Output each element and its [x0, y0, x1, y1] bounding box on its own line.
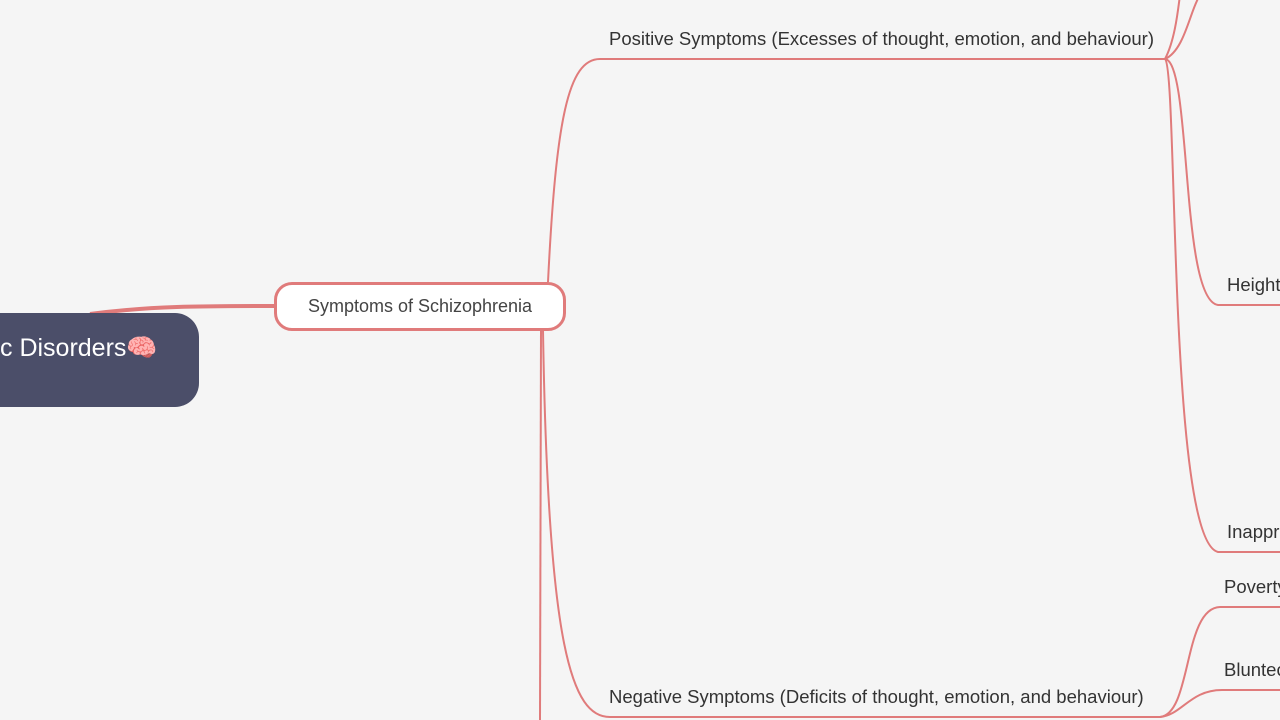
main-topic-label: Symptoms of Schizophrenia	[307, 296, 533, 316]
positive-child-connector	[1164, 0, 1199, 60]
negative-child-connector	[1159, 606, 1280, 718]
root-connector	[89, 304, 276, 316]
positive-child-connector	[1164, 58, 1280, 553]
positive-child-connector	[1164, 0, 1181, 60]
negative-connector	[542, 329, 1160, 718]
negative-symptoms-node[interactable]: Negative Symptoms (Deficits of thought, …	[609, 686, 1144, 707]
negative-child-connector	[1159, 689, 1280, 718]
negative-child-node[interactable]: Bluntec	[1224, 659, 1280, 680]
positive-child-node[interactable]: Height	[1227, 274, 1280, 295]
root-node[interactable]: c Disorders🧠	[0, 313, 199, 407]
root-label: c Disorders🧠	[0, 334, 158, 362]
offscreen-connector	[539, 329, 542, 720]
positive-child-node[interactable]: Inappr	[1227, 521, 1280, 542]
negative-child-node[interactable]: Poverty	[1224, 576, 1280, 597]
main-topic-node[interactable]: Symptoms of Schizophrenia	[274, 282, 566, 331]
positive-connector	[547, 58, 1165, 283]
positive-symptoms-node[interactable]: Positive Symptoms (Excesses of thought, …	[609, 28, 1154, 49]
positive-child-connector	[1164, 58, 1280, 306]
